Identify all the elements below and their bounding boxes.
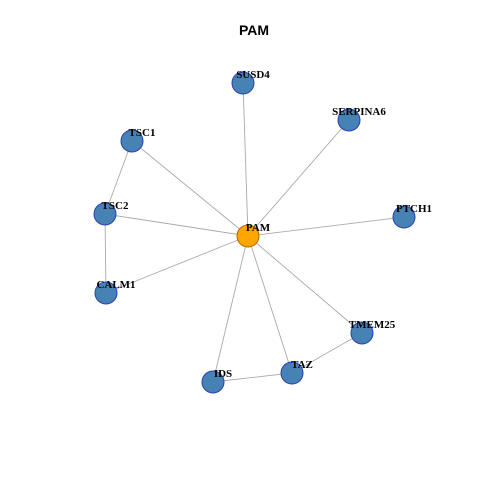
node-label: TMEM25 xyxy=(349,319,396,331)
node-taz: TAZ xyxy=(280,359,313,385)
edge-taz-ids xyxy=(212,372,293,383)
edge-pam-ptch1 xyxy=(247,216,405,237)
edge-pam-tsc1 xyxy=(131,140,249,237)
node-label: TSC2 xyxy=(102,200,129,212)
node-circle xyxy=(392,205,416,229)
node-circle xyxy=(280,361,304,385)
edge-pam-serpina6 xyxy=(247,119,350,237)
node-ptch1: PTCH1 xyxy=(392,203,432,229)
node-label: CALM1 xyxy=(96,279,135,291)
node-label: SUSD4 xyxy=(236,69,270,81)
edge-pam-susd4 xyxy=(242,82,249,237)
node-susd4: SUSD4 xyxy=(231,69,270,95)
node-circle xyxy=(231,71,255,95)
node-pam: PAM xyxy=(236,222,271,248)
node-circle xyxy=(93,202,117,226)
node-tsc2: TSC2 xyxy=(93,200,129,226)
node-circle xyxy=(236,224,260,248)
node-label: IDS xyxy=(214,368,232,380)
edge-pam-taz xyxy=(247,235,293,374)
edge-pam-ids xyxy=(212,235,249,383)
node-label: TAZ xyxy=(291,359,313,371)
node-label: PTCH1 xyxy=(396,203,432,215)
edge-tsc1-tsc2 xyxy=(104,140,133,215)
edge-pam-tsc2 xyxy=(104,213,249,237)
node-label: PAM xyxy=(246,222,271,234)
node-label: SERPINA6 xyxy=(332,106,386,118)
diagram-title: PAM xyxy=(239,22,269,38)
edge-pam-tmem25 xyxy=(247,235,363,334)
node-circle xyxy=(120,129,144,153)
node-calm1: CALM1 xyxy=(94,279,136,305)
node-tsc1: TSC1 xyxy=(120,127,156,153)
edge-pam-calm1 xyxy=(105,235,249,294)
edge-tsc2-calm1 xyxy=(104,213,107,294)
node-ids: IDS xyxy=(201,368,232,394)
node-label: TSC1 xyxy=(129,127,156,139)
node-circle xyxy=(350,321,374,345)
node-circle xyxy=(94,281,118,305)
edge-tmem25-taz xyxy=(291,332,363,374)
node-serpina6: SERPINA6 xyxy=(332,106,386,132)
edge-layer xyxy=(104,82,405,383)
node-circle xyxy=(337,108,361,132)
node-circle xyxy=(201,370,225,394)
node-tmem25: TMEM25 xyxy=(349,319,396,345)
